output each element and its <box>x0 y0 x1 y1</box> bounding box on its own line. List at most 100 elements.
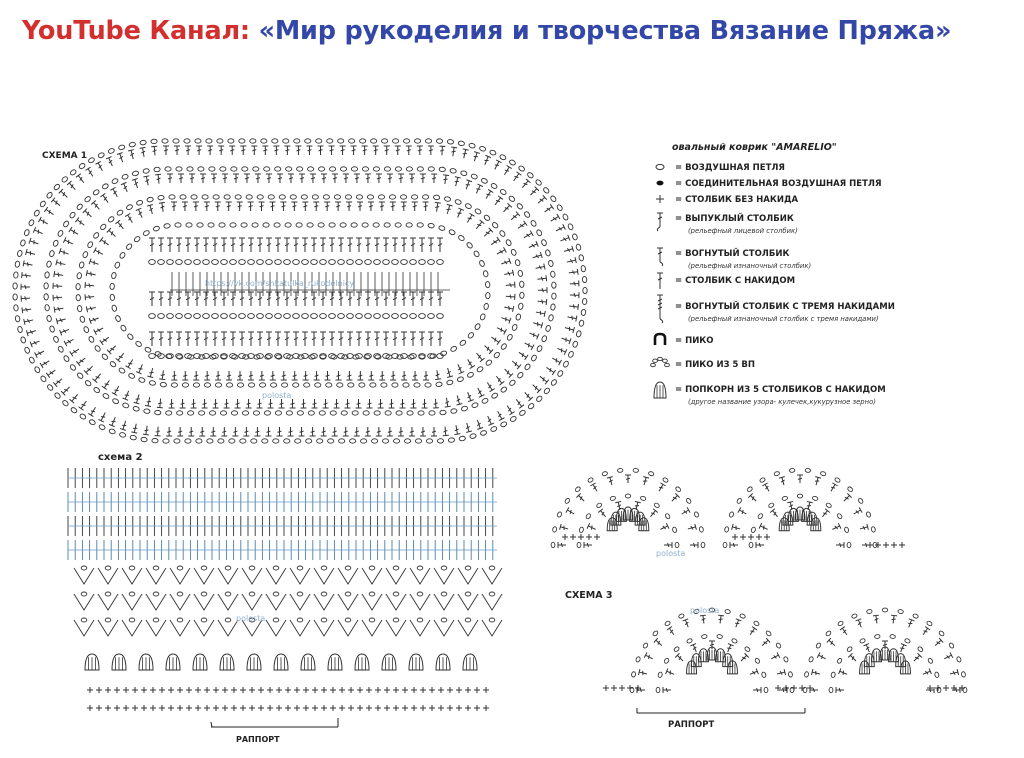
double-crochet-mark <box>84 282 95 289</box>
v-stitch <box>457 593 479 611</box>
double-crochet-mark <box>855 618 862 628</box>
single-crochet-mark <box>240 687 246 693</box>
double-crochet-mark <box>375 173 382 183</box>
double-crochet-mark <box>171 201 177 211</box>
chain-mark <box>897 609 904 614</box>
single-crochet-mark <box>132 705 138 711</box>
slip-stitch-icon <box>656 180 664 186</box>
double-crochet-mark <box>232 173 239 183</box>
chain-mark <box>536 229 543 237</box>
double-crochet-mark <box>69 394 79 404</box>
double-crochet-mark <box>52 378 63 388</box>
double-crochet-mark <box>908 618 915 628</box>
chain-mark <box>866 511 872 518</box>
chain-mark <box>17 249 23 257</box>
double-crochet-mark <box>284 237 290 252</box>
double-crochet-mark <box>147 367 154 379</box>
double-crochet-mark <box>810 669 821 676</box>
double-crochet-mark <box>476 352 485 363</box>
chain-mark <box>731 638 738 644</box>
single-crochet-mark <box>627 685 633 691</box>
double-crochet-mark <box>88 258 99 265</box>
chain-mark <box>250 438 258 444</box>
chain-mark <box>184 259 192 265</box>
double-crochet-mark <box>454 425 461 436</box>
chain-mark <box>57 230 64 237</box>
double-crochet-mark <box>494 159 502 170</box>
double-crochet-mark <box>356 331 362 346</box>
chain-mark <box>439 409 447 416</box>
popcorn-mark <box>354 653 370 671</box>
chain-mark <box>485 359 493 366</box>
chain-mark <box>174 222 182 228</box>
chain-mark <box>836 657 843 664</box>
double-crochet-mark <box>177 173 184 183</box>
double-crochet-mark <box>221 331 227 346</box>
chain-mark <box>701 634 708 639</box>
chain-mark <box>524 211 531 218</box>
double-crochet-mark <box>84 294 95 301</box>
double-crochet-mark <box>266 237 272 252</box>
v-stitch <box>73 567 95 585</box>
chain-mark <box>750 526 756 533</box>
chain-mark <box>844 526 850 533</box>
single-crochet-mark <box>357 687 363 693</box>
chain-mark <box>57 345 64 353</box>
single-crochet-mark <box>740 534 746 540</box>
chain-mark <box>392 565 400 571</box>
double-crochet-mark <box>462 148 469 159</box>
chain-mark <box>550 195 557 203</box>
chain-mark <box>557 370 564 377</box>
chain-mark <box>364 353 372 359</box>
chain-mark <box>164 166 172 172</box>
double-crochet-mark <box>185 145 192 155</box>
chain-mark <box>926 620 933 627</box>
popcorn-mark <box>653 381 667 399</box>
double-crochet-mark <box>193 371 200 381</box>
chain-mark <box>364 259 372 265</box>
chain-mark <box>370 138 378 144</box>
chain-mark <box>275 354 283 360</box>
chain-mark <box>310 313 318 319</box>
chain-mark <box>392 591 400 597</box>
chain-mark <box>296 166 304 172</box>
popcorn-mark <box>794 506 806 521</box>
chain-mark <box>152 617 160 623</box>
chain-mark <box>202 259 210 265</box>
chain-mark <box>582 286 588 295</box>
chain-mark <box>87 241 94 249</box>
chain-mark <box>157 353 165 359</box>
chain-mark <box>120 324 127 332</box>
double-crochet-mark <box>361 145 368 155</box>
double-crochet-mark <box>257 237 263 252</box>
double-crochet-mark <box>221 427 228 437</box>
chain-mark <box>202 353 210 359</box>
chain-mark <box>224 617 232 623</box>
chain-mark <box>136 199 144 206</box>
chain-mark <box>162 438 170 444</box>
chain-mark <box>460 170 468 176</box>
double-crochet-mark <box>284 331 290 346</box>
chain-mark <box>541 239 547 247</box>
double-crochet-mark <box>501 257 512 265</box>
v-stitch <box>217 567 239 585</box>
chain-mark <box>62 400 69 407</box>
chain-mark <box>545 324 551 332</box>
double-crochet-mark <box>822 508 831 518</box>
double-crochet-mark <box>434 201 441 212</box>
v-stitch <box>121 619 143 637</box>
double-crochet-mark <box>836 542 845 548</box>
chain-mark <box>509 159 516 166</box>
double-crochet-mark <box>179 399 186 409</box>
double-crochet-mark <box>207 145 214 155</box>
single-crochet-mark <box>249 705 255 711</box>
single-crochet-mark <box>474 687 480 693</box>
double-crochet-mark <box>93 247 104 255</box>
v-stitch <box>313 567 335 585</box>
double-crochet-mark <box>737 507 747 515</box>
chain-mark <box>405 222 413 228</box>
double-crochet-mark <box>503 202 513 213</box>
single-crochet-mark <box>393 705 399 711</box>
chain-mark <box>427 353 435 359</box>
double-crochet-mark <box>39 360 50 369</box>
